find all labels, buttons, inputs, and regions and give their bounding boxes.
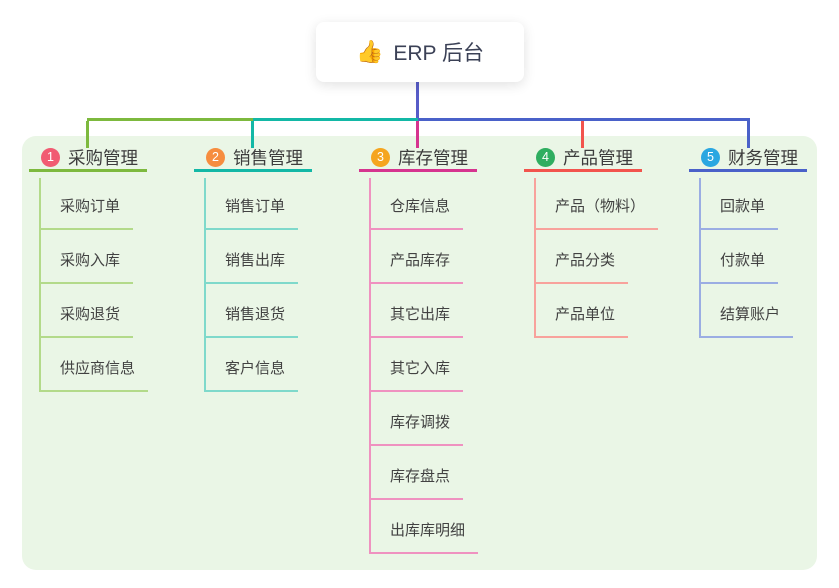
child-node[interactable]: 库存调拨 [371,413,464,446]
branch-badge-2: 2 [206,148,225,167]
child-node[interactable]: 采购退货 [41,305,134,338]
child-node[interactable]: 采购订单 [41,197,134,230]
branch-badge-5: 5 [701,148,720,167]
child-node[interactable]: 产品单位 [536,305,629,338]
branch-label: 产品管理 [563,148,633,168]
child-node[interactable]: 销售订单 [206,197,299,230]
child-node[interactable]: 产品（物料） [536,197,659,230]
root-node[interactable]: 👍 ERP 后台 [316,22,524,82]
child-node[interactable]: 采购入库 [41,251,134,284]
thumbs-up-icon: 👍 [355,39,384,64]
branch-children-finance: 回款单 付款单 结算账户 [699,178,794,338]
branch-badge-3: 3 [371,148,390,167]
branch-badge-4: 4 [536,148,555,167]
background-panel [22,136,817,570]
child-node[interactable]: 回款单 [701,197,779,230]
branch-header-inventory[interactable]: 3 库存管理 [359,146,477,172]
connector-bus-segment-blue [418,118,750,121]
connector-bus-segment-teal [253,118,418,121]
branch-children-product: 产品（物料） 产品分类 产品单位 [534,178,659,338]
branch-children-sales: 销售订单 销售出库 销售退货 客户信息 [204,178,299,392]
branch-header-product[interactable]: 4 产品管理 [524,146,642,172]
root-label: ERP 后台 [393,42,485,65]
child-node[interactable]: 出库库明细 [371,521,479,554]
branch-label: 库存管理 [398,148,468,168]
branch-children-purchase: 采购订单 采购入库 采购退货 供应商信息 [39,178,149,392]
connector-bus-segment-green [87,118,253,121]
branch-header-finance[interactable]: 5 财务管理 [689,146,807,172]
connector-drop-inventory [416,121,419,148]
connector-drop-purchase [86,121,89,148]
child-node[interactable]: 其它入库 [371,359,464,392]
child-node[interactable]: 销售出库 [206,251,299,284]
branch-label: 采购管理 [68,148,138,168]
child-node[interactable]: 付款单 [701,251,779,284]
branch-label: 财务管理 [728,148,798,168]
child-node[interactable]: 结算账户 [701,305,794,338]
branch-header-purchase[interactable]: 1 采购管理 [29,146,147,172]
connector-drop-product [581,121,584,148]
branch-children-inventory: 仓库信息 产品库存 其它出库 其它入库 库存调拨 库存盘点 出库库明细 [369,178,479,554]
child-node[interactable]: 产品分类 [536,251,629,284]
branch-label: 销售管理 [233,148,303,168]
branch-header-sales[interactable]: 2 销售管理 [194,146,312,172]
child-node[interactable]: 销售退货 [206,305,299,338]
child-node[interactable]: 其它出库 [371,305,464,338]
child-node[interactable]: 库存盘点 [371,467,464,500]
child-node[interactable]: 产品库存 [371,251,464,284]
branch-badge-1: 1 [41,148,60,167]
child-node[interactable]: 客户信息 [206,359,299,392]
child-node[interactable]: 供应商信息 [41,359,149,392]
connector-drop-sales [251,121,254,148]
connector-root-stem [416,82,419,121]
child-node[interactable]: 仓库信息 [371,197,464,230]
connector-drop-finance [747,121,750,148]
